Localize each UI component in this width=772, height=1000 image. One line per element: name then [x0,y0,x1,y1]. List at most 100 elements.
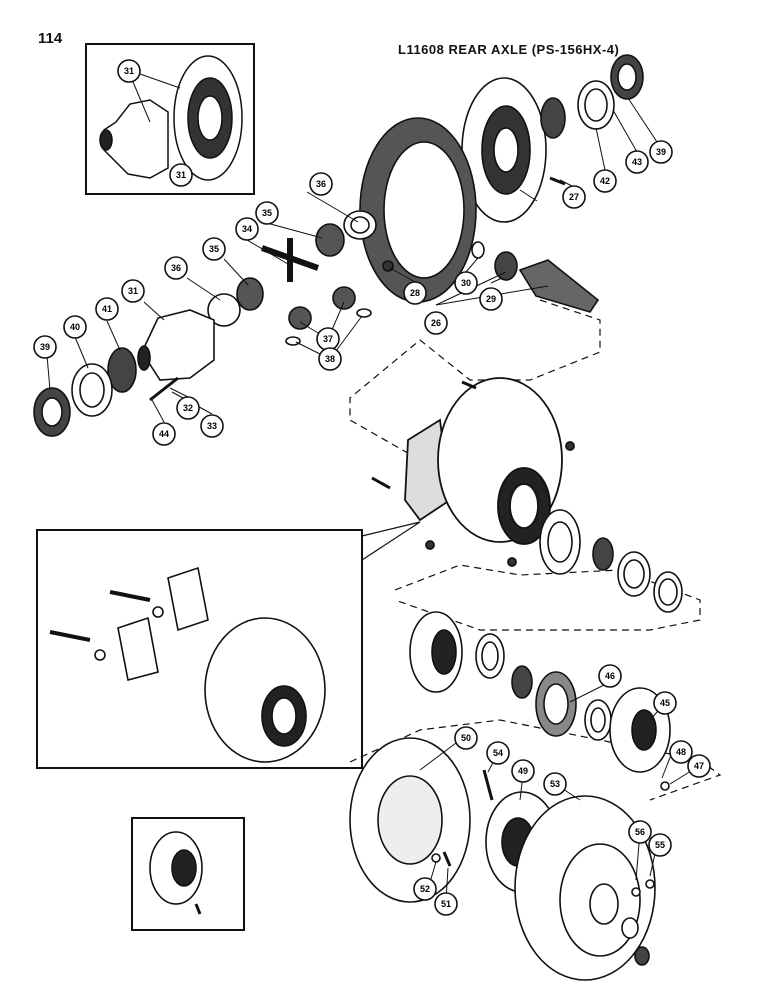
callout-label: 41 [102,304,112,314]
callout-bubble [413,877,437,901]
callout-label: 56 [635,827,645,837]
cross-pin [260,238,320,282]
bearing-cone-left [107,347,137,393]
callout-label: 50 [461,733,471,743]
callout-label: 31 [124,66,134,76]
callout-bubble [562,185,586,209]
callout-bubble [479,287,503,311]
callout-label: 48 [676,747,686,757]
side-gear-left [236,277,264,311]
pinion-gear [288,306,312,330]
brake-group [349,737,656,981]
left-case-parts [33,309,215,437]
callout-label: 28 [410,288,420,298]
callout-bubble [598,664,622,688]
callout-label: 54 [493,748,503,758]
inset-hub-parts [149,831,203,915]
callout-bubble [63,315,87,339]
callout-label: 37 [323,334,333,344]
spacer [471,241,485,259]
callout-label: 45 [660,698,670,708]
drive-pinion [518,259,600,313]
callout-label: 44 [159,429,169,439]
callout-bubble [454,726,478,750]
inset-carrier-parts [99,55,243,181]
callout-bubble [543,772,567,796]
bolt-left [149,376,179,402]
callout-bubble [486,741,510,765]
inset-carrier-frame [85,43,255,195]
callout-bubble [176,396,200,420]
hub-seal-group [409,611,671,791]
inset-housing-parts [49,566,326,763]
callout-label: 43 [632,157,642,167]
callout-label: 49 [518,766,528,776]
callout-bubble [309,172,333,196]
callout-bubble [653,691,677,715]
callout-bubble [687,754,711,778]
callout-label: 51 [441,899,451,909]
callout-bubble [95,297,119,321]
callout-label: 42 [600,176,610,186]
callout-bubble [152,422,176,446]
callout-bubble [318,347,342,371]
callout-bubble [121,279,145,303]
callout-label: 46 [605,671,615,681]
callout-bubble [625,150,649,174]
callout-bubble [403,281,427,305]
callout-bubble [628,820,652,844]
callout-bubble [235,217,259,241]
callout-label: 55 [655,840,665,850]
callout-label: 29 [486,294,496,304]
callout-label: 53 [550,779,560,789]
callout-bubble [202,237,226,261]
bolt [549,176,566,186]
callout-label: 33 [207,421,217,431]
callout-bubble [200,414,224,438]
callout-label: 32 [183,403,193,413]
callout-label: 47 [694,761,704,771]
callout-label: 52 [420,884,430,894]
callout-bubble [454,271,478,295]
callout-label: 26 [431,318,441,328]
callout-label: 31 [176,170,186,180]
callout-label: 39 [656,147,666,157]
callout-label: 35 [262,208,272,218]
callout-label: 36 [316,179,326,189]
callout-bubble [649,140,673,164]
nut [382,260,394,272]
callout-bubble [117,59,141,83]
callout-bubble [255,201,279,225]
callout-bubble [434,892,458,916]
callout-label: 36 [171,263,181,273]
axle-housing [371,377,575,567]
callout-bubble [169,163,193,187]
callout-group: 3131424339273635343536314140392830292637… [33,59,711,916]
callout-label: 38 [325,354,335,364]
pinion-bearing [494,251,518,281]
callout-bubble [33,335,57,359]
upper-gear-train [207,54,644,346]
callout-label: 35 [209,244,219,254]
callout-bubble [511,759,535,783]
callout-label: 39 [40,342,50,352]
dashed-group-lines [349,299,722,801]
inset-housing-frame [36,529,363,769]
side-gear [315,223,345,257]
callout-bubble [424,311,448,335]
callout-label: 34 [242,224,252,234]
inset-pointer [361,521,421,561]
bearing-cone [540,97,566,139]
callout-bubble [593,169,617,193]
callout-bubble [164,256,188,280]
inset-hub-frame [131,817,245,931]
page-number: 114 [38,30,63,47]
page-title: L11608 REAR AXLE (PS-156HX-4) [398,42,620,57]
thrust-washer-left [207,293,241,327]
callout-label: 30 [461,278,471,288]
housing-bearing-parts [539,509,683,613]
callout-label: 27 [569,192,579,202]
callout-bubble [669,740,693,764]
callout-label: 31 [128,286,138,296]
